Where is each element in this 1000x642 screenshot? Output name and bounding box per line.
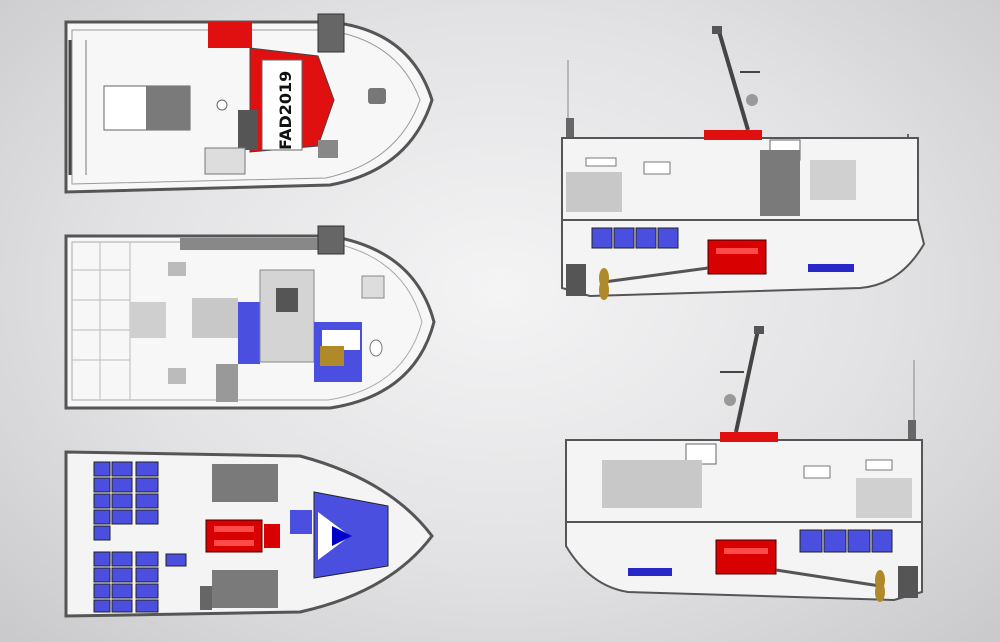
main-engine-icon [707,239,767,275]
top-deck-view: FAD2019 [64,13,434,194]
hull-outline [64,20,434,194]
bulwark-inner [71,29,421,185]
fuel-tank-grid-upper [93,461,159,541]
port-profile-view [565,326,923,602]
forepeak-tank [313,491,389,579]
starboard-profile-view [561,26,926,300]
main-engine-icon [205,519,280,553]
fuel-tank-row [591,227,679,249]
propeller-shaft [775,568,881,588]
main-engine-icon [715,539,777,575]
propeller-shaft [603,266,709,284]
registration-mark: FAD2019 [276,71,295,150]
lower-deck-view [64,450,434,618]
main-deck-view [64,225,436,410]
fuel-tank-row [799,529,893,553]
propeller-icon [599,268,609,300]
fuel-tank-grid-lower [93,551,187,613]
propeller-icon [875,570,885,602]
